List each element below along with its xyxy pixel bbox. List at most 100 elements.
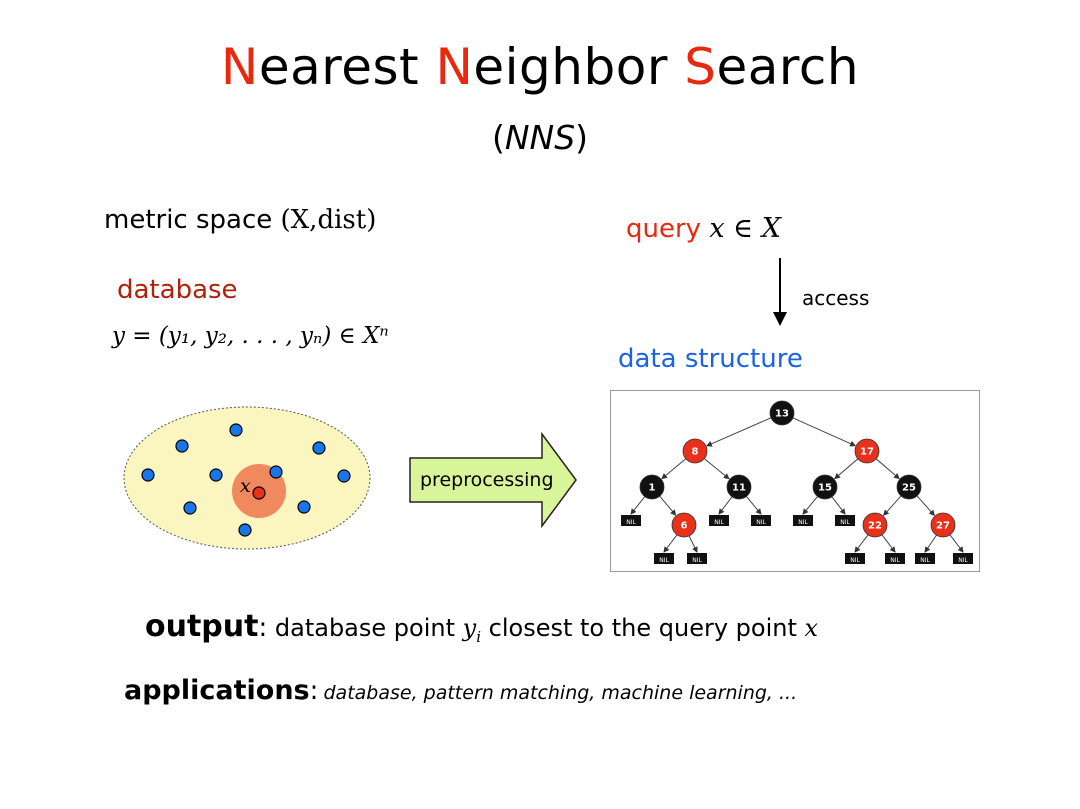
database-point (141, 468, 155, 482)
query-line: query x ∈ X (626, 213, 781, 244)
tree-edge (663, 534, 678, 553)
tree-node (682, 438, 708, 464)
output-bold: output (145, 609, 259, 644)
nil-leaf (709, 515, 729, 526)
tree-edge (630, 496, 646, 515)
nil-leaf (845, 553, 865, 564)
nil-leaf (835, 515, 855, 526)
tree-node-label: 13 (775, 409, 789, 420)
tree-edge (831, 496, 846, 515)
tree-edge (718, 496, 733, 515)
title-initial: S (684, 38, 717, 96)
output-text-1: database point (274, 614, 455, 642)
metric-space-label: metric space (104, 205, 273, 235)
access-label: access (802, 286, 870, 310)
output-text-2: closest to the query point (488, 614, 797, 642)
tree-node-label: 1 (649, 483, 656, 494)
database-point (209, 468, 223, 482)
tree-node (862, 512, 888, 538)
nil-leaf-label: NIL (920, 557, 930, 564)
tree-edge (703, 458, 730, 480)
tree-node (896, 474, 922, 500)
tree-edge (792, 417, 857, 447)
nil-leaf-label: NIL (626, 519, 636, 526)
tree-edge (834, 458, 859, 480)
query-point-label: x (240, 475, 251, 497)
preprocessing-arrow: preprocessing (409, 432, 577, 528)
tree-edge (924, 534, 937, 553)
database-point (175, 439, 189, 453)
database-point (337, 469, 351, 483)
tree-edge (659, 495, 677, 516)
tree-node-label: 27 (936, 521, 950, 532)
preprocessing-label: preprocessing (420, 469, 554, 491)
tree-edge (875, 458, 900, 480)
subtitle-close: ) (575, 118, 589, 157)
access-arrow (773, 258, 787, 326)
tree-edge (949, 534, 964, 553)
nil-leaf-label: NIL (850, 557, 860, 564)
title-part: earch (716, 38, 860, 96)
nil-leaf-label: NIL (798, 519, 808, 526)
output-var-x: x (804, 614, 819, 642)
database-label: database (117, 275, 238, 305)
nil-leaf (654, 553, 674, 564)
database-point (297, 500, 311, 514)
data-structure-label: data structure (618, 344, 803, 374)
tree-node (639, 474, 665, 500)
page-title: Nearest Neighbor Search (0, 38, 1080, 96)
tree-node (671, 512, 697, 538)
applications-bold: applications (124, 675, 310, 706)
tree-node-label: 11 (732, 483, 746, 494)
point-set-diagram: x (123, 406, 371, 550)
tree-edge (688, 535, 698, 553)
database-point (312, 441, 326, 455)
nil-leaf (751, 515, 771, 526)
nil-leaf-label: NIL (692, 557, 702, 564)
tree-edge (883, 495, 902, 517)
nil-leaf-label: NIL (890, 557, 900, 564)
tree-node (726, 474, 752, 500)
applications-line: applications: database, pattern matching… (124, 675, 797, 706)
output-colon: : (258, 613, 268, 643)
database-formula: y = (y₁, y₂, . . . , yₙ) ∈ Xⁿ (112, 323, 389, 349)
tree-node (930, 512, 956, 538)
nil-leaf-label: NIL (659, 557, 669, 564)
metric-space-formula: (X,dist) (280, 205, 377, 235)
applications-colon: : (309, 676, 319, 706)
output-line: output: database point yi closest to the… (145, 609, 818, 646)
tree-edge (661, 458, 687, 480)
tree-node-label: 25 (902, 483, 916, 494)
nil-leaf (687, 553, 707, 564)
output-var-y: y (462, 614, 477, 642)
tree-edge (746, 496, 762, 515)
tree-edge (854, 534, 869, 553)
subtitle: (NNS) (0, 118, 1080, 157)
title-part: eighbor (473, 38, 685, 96)
nil-leaf (953, 553, 973, 564)
nil-leaf (621, 515, 641, 526)
tree-node-label: 15 (818, 483, 832, 494)
query-label: query (626, 214, 702, 244)
database-point (183, 501, 197, 515)
subtitle-abbr: NNS (504, 118, 576, 157)
applications-list: database, pattern matching, machine lear… (323, 682, 798, 704)
nil-leaf-label: NIL (958, 557, 968, 564)
title-part: earest (258, 38, 436, 96)
metric-space-line: metric space (X,dist) (104, 205, 376, 235)
tree-node (812, 474, 838, 500)
tree-edge (705, 417, 772, 447)
nil-leaf-label: NIL (840, 519, 850, 526)
database-point (238, 523, 252, 537)
nil-leaf (793, 515, 813, 526)
title-initial: N (435, 38, 474, 96)
database-point (269, 465, 283, 479)
nil-leaf-label: NIL (714, 519, 724, 526)
output-sub-i: i (476, 627, 482, 646)
tree-node (769, 400, 795, 426)
nil-leaf (915, 553, 935, 564)
nil-leaf-label: NIL (756, 519, 766, 526)
